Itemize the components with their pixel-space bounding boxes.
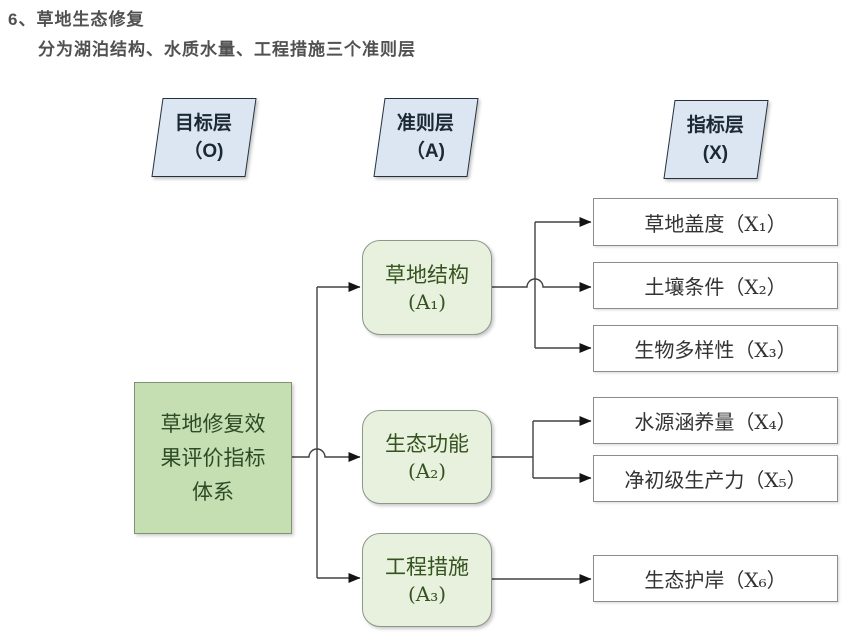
header-label: 指标层 — [687, 114, 745, 136]
criterion-box-a2: 生态功能 (A₂) — [362, 410, 492, 504]
indicator-box-x3: 生物多样性（X₃） — [593, 325, 838, 372]
indicator-box-x2: 土壤条件（X₂） — [593, 262, 838, 309]
header-label: 目标层 — [175, 112, 233, 134]
page-subtitle: 分为湖泊结构、水质水量、工程措施三个准则层 — [38, 40, 416, 59]
criterion-code: (A₃) — [407, 582, 447, 606]
page-title: 6、草地生态修复 — [8, 10, 145, 29]
criterion-label: 工程措施 — [385, 555, 469, 579]
header-indicator-layer: 指标层 (X) — [663, 100, 769, 179]
goal-box: 草地修复效果评价指标体系 — [134, 382, 292, 534]
edge-goal-a2 — [292, 448, 361, 462]
header-code: (X) — [703, 142, 729, 164]
criterion-code: (A₁) — [407, 289, 447, 314]
header-code: （O) — [183, 140, 225, 162]
indicator-box-x1: 草地盖度（X₁） — [593, 198, 838, 246]
edge-a1-x2 — [492, 278, 592, 292]
header-criteria-layer: 准则层 （A) — [373, 98, 479, 177]
header-goal-layer-text: 目标层 （O) — [175, 110, 232, 166]
criterion-label: 草地结构 — [385, 262, 469, 287]
criterion-box-a1: 草地结构 (A₁) — [362, 240, 492, 335]
header-code: （A) — [406, 140, 446, 162]
criterion-box-a3: 工程措施 (A₃) — [362, 533, 492, 627]
header-label: 准则层 — [397, 112, 455, 134]
indicator-box-x4: 水源涵养量（X₄） — [593, 397, 838, 444]
header-indicator-layer-text: 指标层 (X) — [687, 112, 744, 168]
indicator-box-x5: 净初级生产力（X₅） — [593, 455, 838, 502]
header-goal-layer: 目标层 （O) — [151, 98, 257, 177]
criterion-label: 生态功能 — [385, 432, 469, 456]
header-criteria-layer-text: 准则层 （A) — [397, 110, 454, 166]
indicator-box-x6: 生态护岸（X₆） — [593, 555, 838, 602]
criterion-code: (A₂) — [407, 459, 447, 483]
